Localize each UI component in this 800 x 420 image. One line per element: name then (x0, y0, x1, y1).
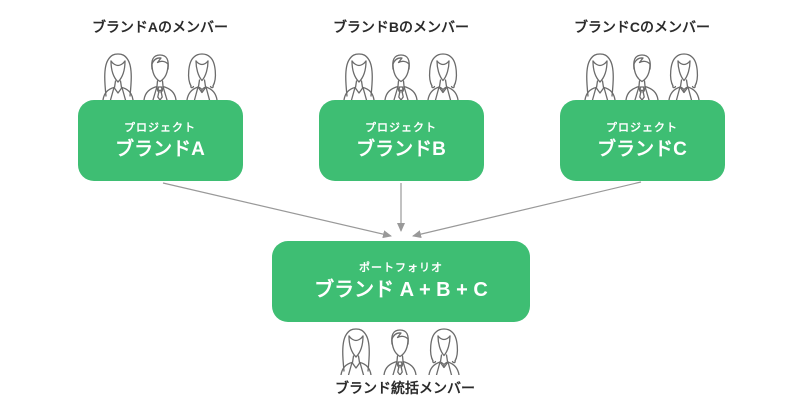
brand-b-members-icons (339, 52, 463, 100)
portfolio-members-icons (336, 327, 464, 375)
project-brand-b-type-label: プロジェクト (365, 121, 437, 134)
woman-long-hair-icon (336, 327, 376, 375)
portfolio-members-label: ブランド統括メンバー (335, 380, 475, 396)
project-brand-c-type-label: プロジェクト (606, 121, 678, 134)
project-brand-b-node: プロジェクト ブランドB (318, 100, 484, 181)
man-tie-icon (381, 52, 421, 100)
brand-c-members-label: ブランドCのメンバー (573, 19, 711, 35)
brand-c-members-icons (580, 52, 704, 100)
project-brand-c-name-label: ブランドC (597, 138, 687, 160)
brand-b-members-label: ブランドBのメンバー (332, 19, 470, 35)
man-tie-icon (622, 52, 662, 100)
woman-long-hair-icon (98, 52, 138, 100)
brand-a-members-label: ブランドAのメンバー (91, 19, 229, 35)
project-brand-a-name-label: ブランドA (115, 138, 205, 160)
portfolio-node: ポートフォリオ ブランド A + B + C (272, 241, 530, 322)
man-tie-icon (140, 52, 180, 100)
brand-a-group: ブランドAのメンバー プロジェクト ブランドA (50, 18, 270, 181)
arrow-brand-c-to-portfolio (412, 181, 642, 239)
project-brand-c-node: プロジェクト ブランドC (559, 100, 725, 181)
portfolio-type-label: ポートフォリオ (359, 262, 443, 274)
woman-bob-hair-icon (424, 327, 464, 375)
woman-bob-hair-icon (423, 52, 463, 100)
project-brand-a-node: プロジェクト ブランドA (77, 100, 243, 181)
portfolio-name-label: ブランド A + B + C (314, 279, 488, 301)
project-brand-b-name-label: ブランドB (356, 138, 446, 160)
woman-long-hair-icon (339, 52, 379, 100)
brand-c-group: ブランドCのメンバー プロジェクト ブランドC (532, 18, 752, 181)
arrow-brand-a-to-portfolio (162, 182, 392, 239)
woman-bob-hair-icon (664, 52, 704, 100)
man-tie-icon (380, 327, 420, 375)
brand-b-group: ブランドBのメンバー プロジェクト ブランドB (291, 18, 511, 181)
project-brand-a-type-label: プロジェクト (124, 121, 196, 134)
woman-long-hair-icon (580, 52, 620, 100)
woman-bob-hair-icon (182, 52, 222, 100)
brand-a-members-icons (98, 52, 222, 100)
